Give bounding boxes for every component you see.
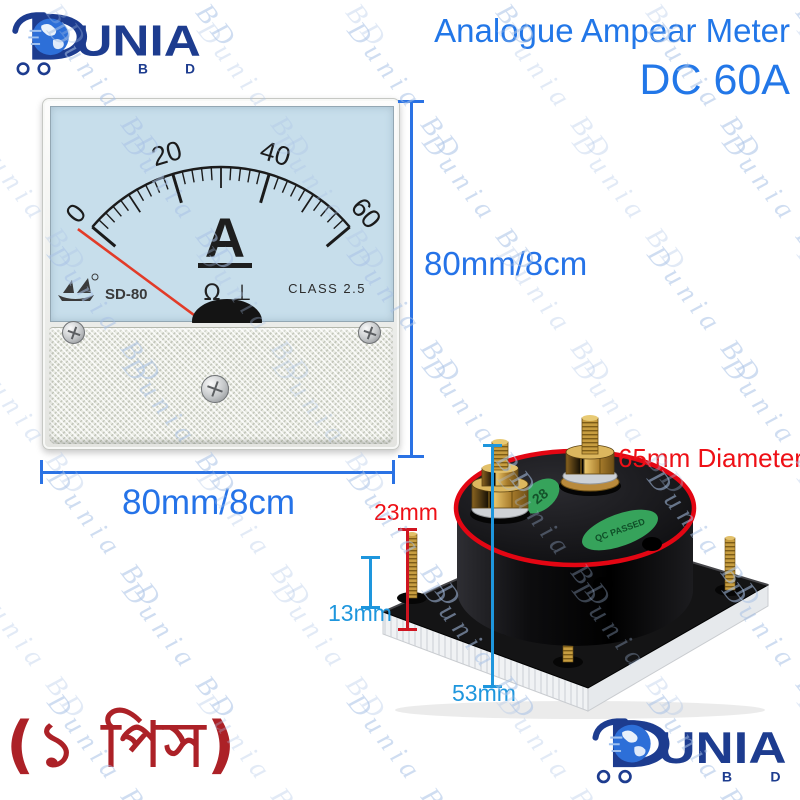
cart-wheel-icon [596, 769, 611, 784]
cart-d-icon [12, 12, 88, 60]
unit-symbol: A [205, 206, 245, 269]
cart-wheel-icon [16, 62, 30, 76]
scale-number: 60 [345, 192, 387, 234]
cart-wheel-icon [618, 769, 632, 784]
watermark-text: Dunia BD [640, 240, 771, 394]
watermark-text: Dunia BD [715, 128, 800, 282]
width-dimension-label: 80mm/8cm [122, 483, 296, 522]
base-thickness-cap-top [361, 556, 380, 559]
sd80-boat-icon [58, 273, 99, 301]
meter-front-photo: 0 20 40 60 A Ω ⊥ SD-80 CLASS 2.5 [42, 98, 400, 450]
quantity-text: (১ পিস) [6, 708, 238, 781]
corner-screw-icon [62, 321, 85, 344]
needle-pivot-cover [192, 299, 262, 323]
terminal-left [470, 439, 530, 524]
width-dim-cap-left [40, 460, 43, 484]
product-title: Analogue Ampear Meter [434, 12, 790, 49]
logo-sub-b: B [138, 61, 148, 76]
logo-word-rest: UNIA [657, 724, 786, 773]
watermark-text: Dunia BD [790, 240, 800, 393]
watermark-text: Dunia BD [790, 16, 800, 169]
corner-screw-icon [358, 321, 381, 344]
scale-number: 0 [60, 198, 93, 229]
meter-back-photo: + 28 QC PASSED [381, 415, 770, 719]
qc-stickers: 28 QC PASSED [520, 478, 658, 551]
class-label: CLASS 2.5 [288, 281, 366, 296]
width-dim-cap-right [392, 460, 395, 484]
zero-adjust-screw-icon [201, 375, 229, 403]
terminal-right [559, 415, 621, 496]
scale-ticks [91, 167, 351, 248]
diameter-label: 65mm Diameter [618, 443, 800, 473]
watermark-text: Dunia BD [265, 0, 395, 58]
body-depth-cap-top [483, 444, 502, 447]
logo-sub-d: D [185, 61, 195, 76]
body-depth-label: 53mm [452, 680, 516, 706]
terminal-height-line [406, 529, 409, 630]
terminal-height-cap-bottom [398, 628, 417, 631]
height-dimension-line [410, 101, 413, 457]
dunia-logo-footer: UNIA B D [592, 718, 787, 784]
omega-symbol: Ω [204, 281, 221, 306]
base-thickness-line [369, 557, 372, 608]
ground-symbol: ⊥ [232, 281, 251, 306]
height-dimension-label: 80mm/8cm [424, 245, 588, 282]
width-dimension-line [40, 471, 395, 474]
meter-face: 0 20 40 60 A Ω ⊥ SD-80 CLASS 2.5 [50, 106, 394, 323]
logo-word-rest: UNIA [75, 18, 200, 66]
body-depth-line [491, 445, 494, 687]
height-dim-cap-top [398, 100, 424, 103]
base-thickness-cap-bottom [361, 606, 380, 609]
terminal-height-label: 23mm [374, 499, 438, 525]
product-rating: DC 60A [639, 56, 790, 104]
cart-wheel-icon [37, 62, 51, 76]
height-dim-cap-bottom [398, 455, 424, 458]
scale-number: 40 [257, 135, 294, 172]
terminal-height-cap-top [398, 528, 417, 531]
body-depth-cap-bottom [483, 685, 502, 688]
scale-number: 20 [148, 135, 185, 172]
logo-sub-d: D [770, 768, 780, 784]
base-thickness-label: 13mm [328, 600, 392, 626]
logo-sub-b: B [722, 768, 732, 784]
dunia-logo: UNIA B D [12, 12, 201, 76]
cart-d-icon [592, 718, 670, 768]
unit-underline [198, 263, 252, 268]
model-label: SD-80 [105, 286, 148, 303]
